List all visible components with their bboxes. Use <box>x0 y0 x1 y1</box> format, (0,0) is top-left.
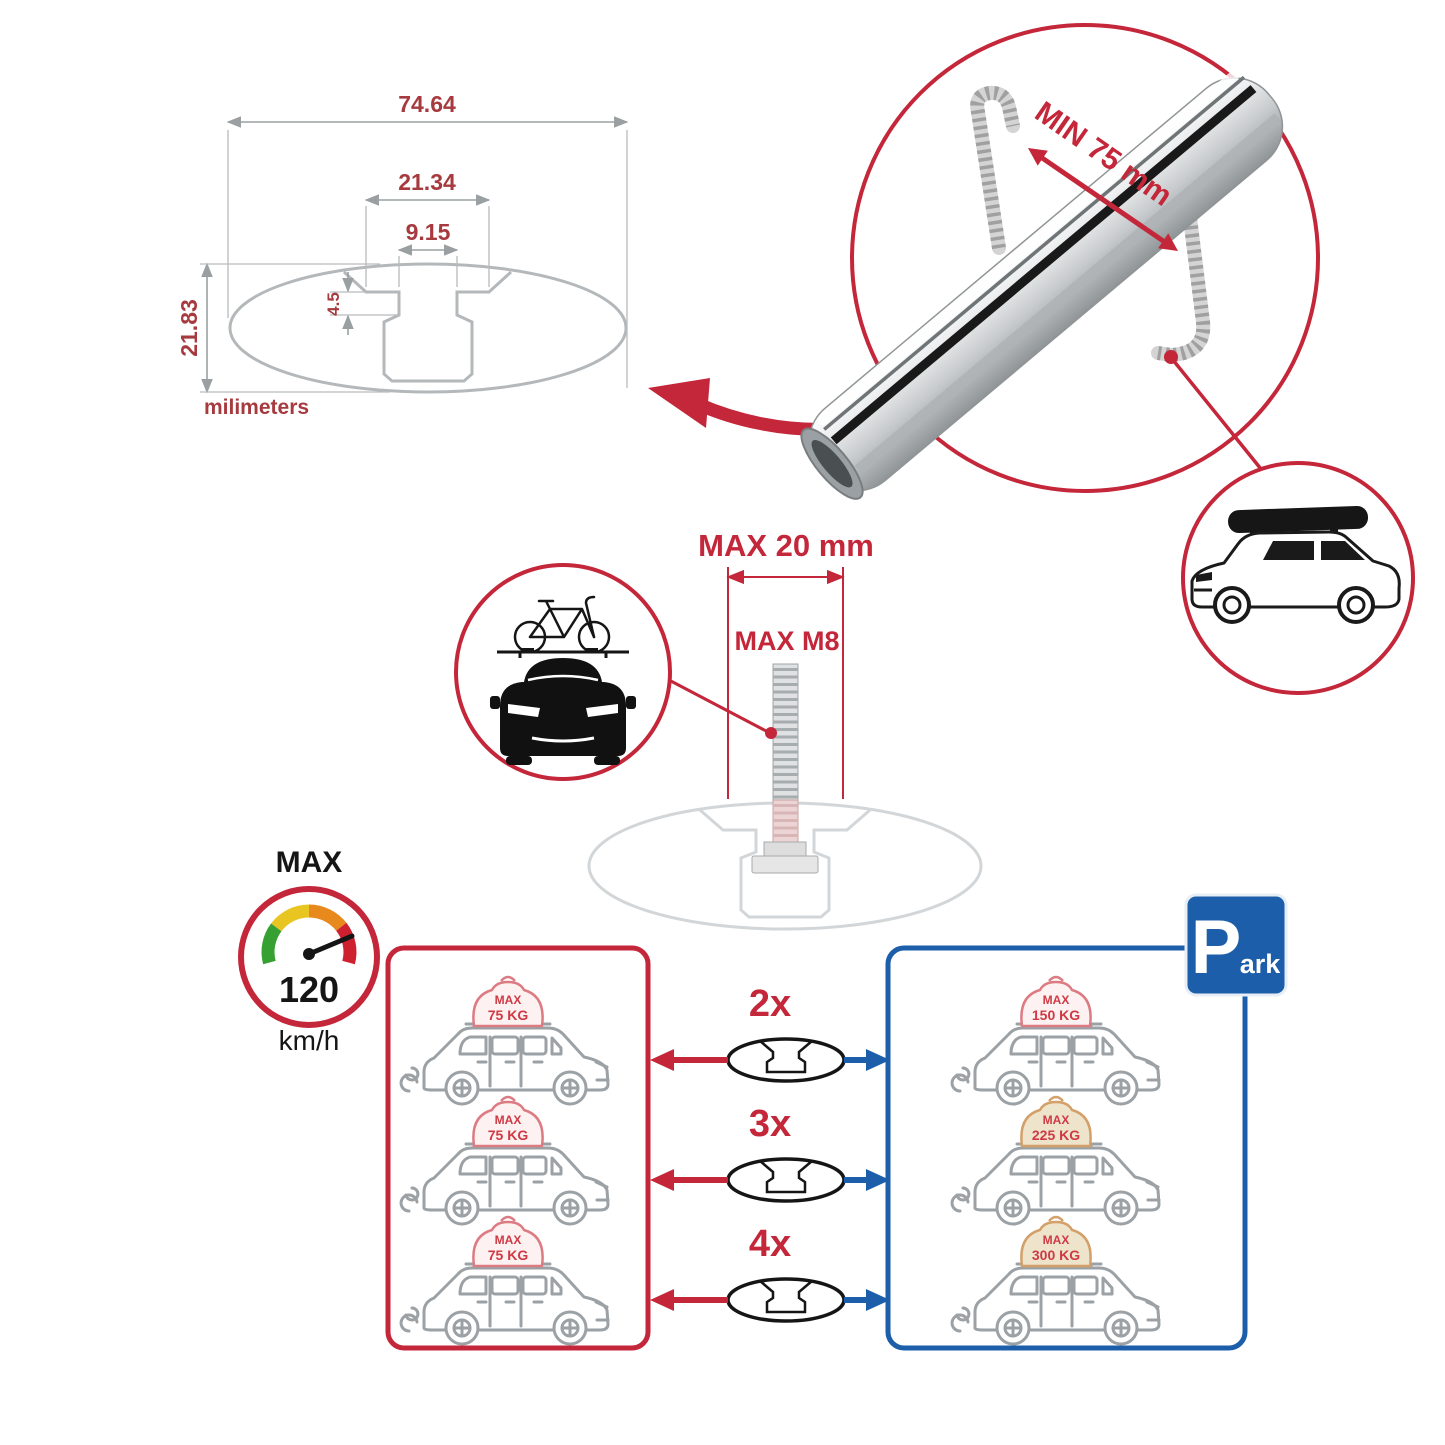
threaded-stud <box>751 663 819 874</box>
crossbar-profile-icon <box>726 1277 846 1323</box>
crossbar-detail: MIN 75 mm <box>800 23 1415 695</box>
leader-to-bolt <box>666 677 769 734</box>
load-label: MAX <box>495 1113 522 1127</box>
load-weight: 75 KG <box>488 1127 529 1143</box>
profile-channel <box>342 270 513 383</box>
bar-count-column: 2x 3x 4x <box>650 983 890 1323</box>
mount-bolt-section: MAX 20 mm MAX M8 <box>454 528 983 931</box>
bolt-callout-dot <box>765 727 777 739</box>
bar-count-row1: 2x <box>749 983 791 1025</box>
max-width-label: MAX 20 mm <box>698 528 874 563</box>
load-label: MAX <box>1043 1113 1070 1127</box>
gauge-needle <box>306 933 355 957</box>
max-load-panel-parked: MAX 150 KG MAX 225 KG MAX 300 KG <box>885 945 1248 1351</box>
parking-sign-icon: P ark <box>1184 893 1288 997</box>
suv-with-roofbox-icon <box>1181 461 1415 695</box>
load-label: MAX <box>495 993 522 1007</box>
dim-slot-inner-width: 9.15 <box>406 219 451 245</box>
bar-count-row3: 4x <box>749 1223 791 1265</box>
bar-count-row2: 3x <box>749 1103 791 1145</box>
detail-circle <box>850 23 1320 493</box>
dim-unit-label: milimeters <box>204 396 309 419</box>
aluminum-crossbar <box>800 69 1284 500</box>
car-front-with-bike-icon <box>454 563 672 781</box>
speed-limit-gauge: MAX 120 km/h <box>238 846 380 1056</box>
profile-ellipse <box>228 262 628 394</box>
load-weight: 300 KG <box>1032 1247 1080 1263</box>
dim-total-height: 21.83 <box>176 299 202 357</box>
crossbar-profile-icon <box>726 1157 846 1203</box>
dim-slot-outer-width: 21.34 <box>398 169 456 195</box>
load-label: MAX <box>1043 993 1070 1007</box>
max-load-panel-driving: MAX 75 KG MAX 75 KG MAX 75 KG <box>385 945 651 1351</box>
load-weight: 75 KG <box>488 1247 529 1263</box>
profile-dimension-diagram: 74.64 21.34 9.15 4.5 21.83 milimeters <box>176 91 629 419</box>
max-thread-label: MAX M8 <box>734 626 839 656</box>
speed-limit-value: 120 <box>279 969 339 1010</box>
dim-total-width: 74.64 <box>398 91 456 117</box>
load-label: MAX <box>1043 1233 1070 1247</box>
park-suffix: ark <box>1240 949 1282 979</box>
load-weight: 150 KG <box>1032 1007 1080 1023</box>
u-bolt-hook-left <box>970 85 1020 255</box>
dim-slot-depth: 4.5 <box>324 292 343 316</box>
speed-limit-unit: km/h <box>279 1025 340 1056</box>
load-weight: 225 KG <box>1032 1127 1080 1143</box>
load-weight: 75 KG <box>488 1007 529 1023</box>
load-label: MAX <box>495 1233 522 1247</box>
crossbar-profile-icon <box>726 1037 846 1083</box>
speed-limit-title: MAX <box>276 846 343 879</box>
park-letter: P <box>1191 905 1242 990</box>
